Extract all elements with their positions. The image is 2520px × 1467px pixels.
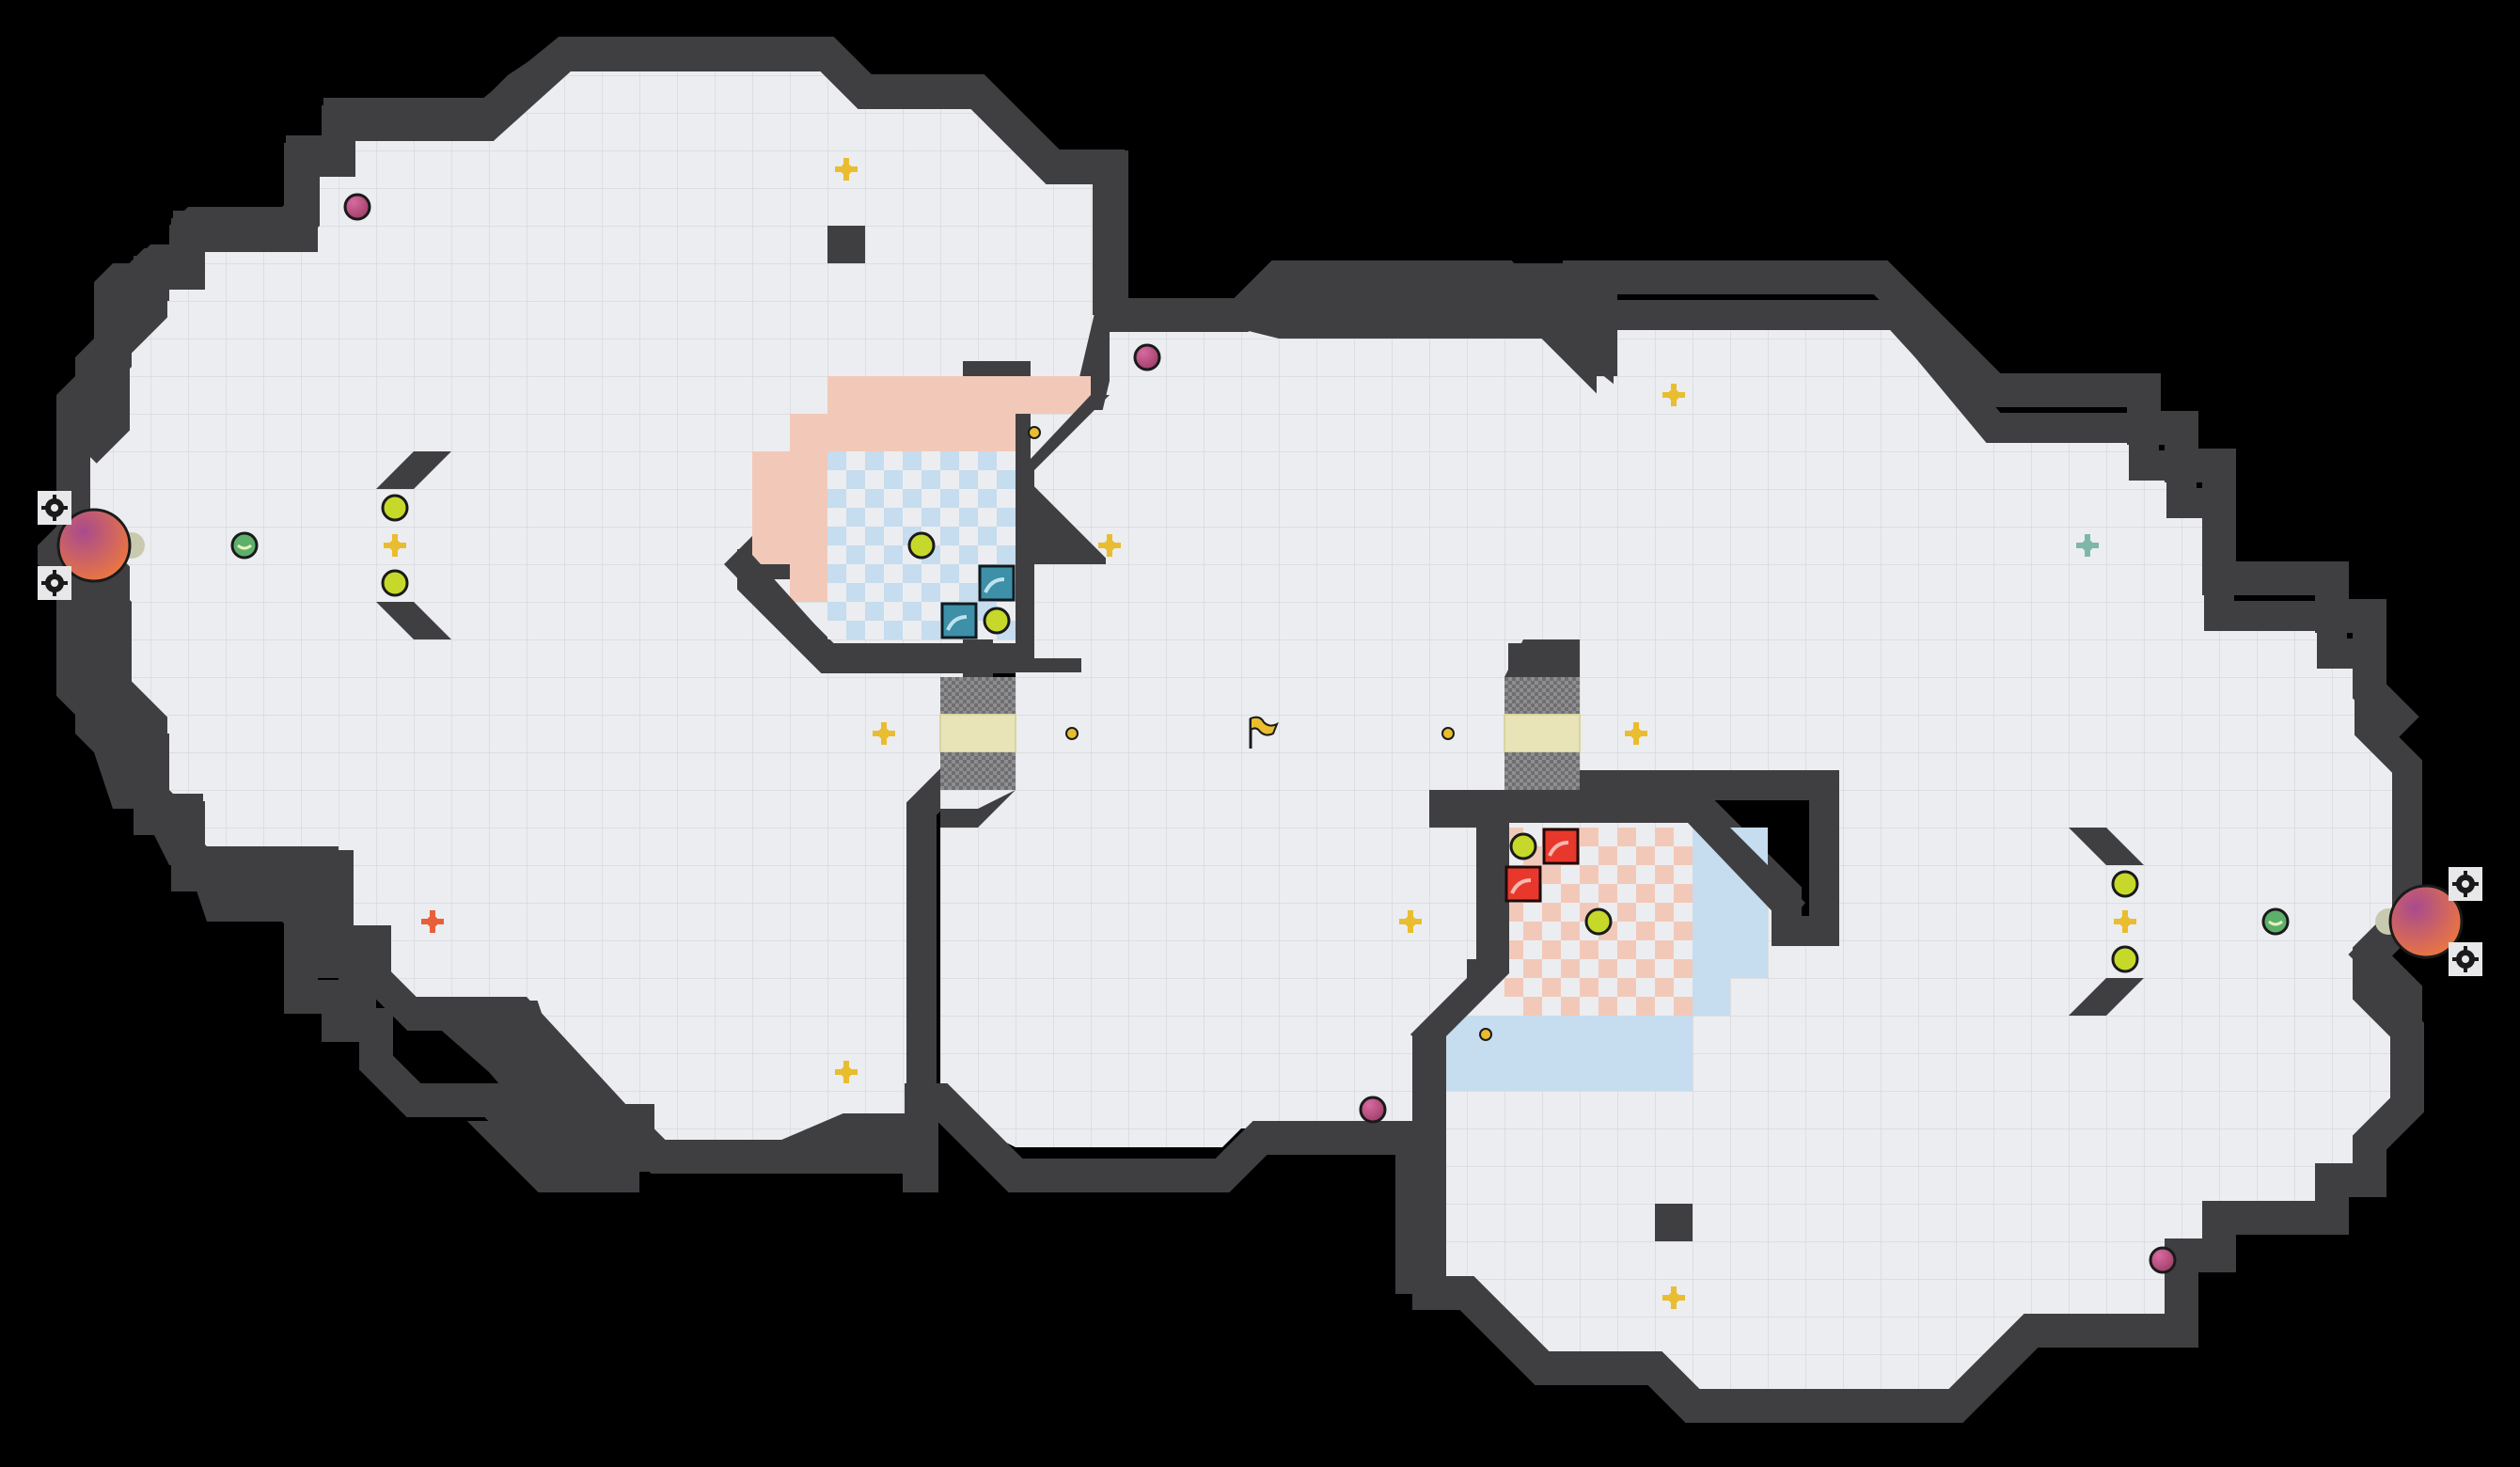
boost-pad-teal <box>2076 534 2099 557</box>
blue-team-tile <box>978 564 1016 602</box>
spawn-ball <box>2388 884 2464 959</box>
left-gate <box>939 677 1016 790</box>
boost-pad-orange <box>421 910 444 933</box>
green-balls <box>230 531 2290 936</box>
blue-team-tile <box>940 602 978 639</box>
bombs <box>343 193 2177 1274</box>
outer-walls <box>38 38 2144 1138</box>
powerup-icon <box>384 534 406 557</box>
powerup-icon <box>2114 910 2136 933</box>
token <box>1441 727 1455 740</box>
wall-outline <box>72 38 2424 1423</box>
pellet <box>381 494 409 522</box>
token <box>1028 426 1041 439</box>
small-tokens <box>1028 426 1492 1041</box>
green-ball-icon <box>2261 907 2290 936</box>
powerup-icon <box>1662 384 1685 406</box>
powerups <box>384 158 2136 1309</box>
powerup-icon <box>835 1061 858 1083</box>
gear-icon <box>41 495 68 521</box>
powerup-icon <box>873 722 895 745</box>
floor-center-2 <box>940 677 1504 959</box>
powerup-icon <box>835 158 858 181</box>
powerup-icon <box>1399 910 1422 933</box>
pellet <box>1509 832 1537 860</box>
token <box>1065 727 1079 740</box>
bomb-icon <box>1133 343 1161 371</box>
bomb-icon <box>343 193 371 221</box>
pellet <box>1584 907 1613 936</box>
powerup-icon <box>1625 722 1647 745</box>
gear-icon <box>41 570 68 596</box>
bomb-icon <box>1359 1096 1387 1124</box>
flag-icon[interactable] <box>1249 716 1279 749</box>
gear-icon <box>2452 871 2479 897</box>
right-gate <box>1504 677 1581 790</box>
left-base-wall <box>724 395 1110 672</box>
gear-icon <box>2452 946 2479 972</box>
right-spawn[interactable] <box>2375 867 2482 976</box>
pellet <box>983 607 1011 635</box>
spawn-ball <box>56 508 132 583</box>
pellet <box>381 569 409 597</box>
floor-lower-basin <box>940 940 1467 1147</box>
powerup-icon <box>1098 534 1121 557</box>
red-team-tile <box>1504 865 1542 903</box>
pellets <box>381 494 2139 973</box>
bomb-icon <box>2149 1246 2177 1274</box>
token <box>1479 1028 1492 1041</box>
right-base-wall <box>1410 790 1805 1053</box>
pellet <box>2111 945 2139 973</box>
pellet <box>2111 870 2139 898</box>
pellet <box>907 531 936 560</box>
red-team-tile <box>1542 828 1580 865</box>
powerup-icon <box>1662 1286 1685 1309</box>
left-spawn[interactable] <box>38 491 145 600</box>
center-walls <box>376 226 2144 1241</box>
green-ball-icon <box>230 531 259 560</box>
